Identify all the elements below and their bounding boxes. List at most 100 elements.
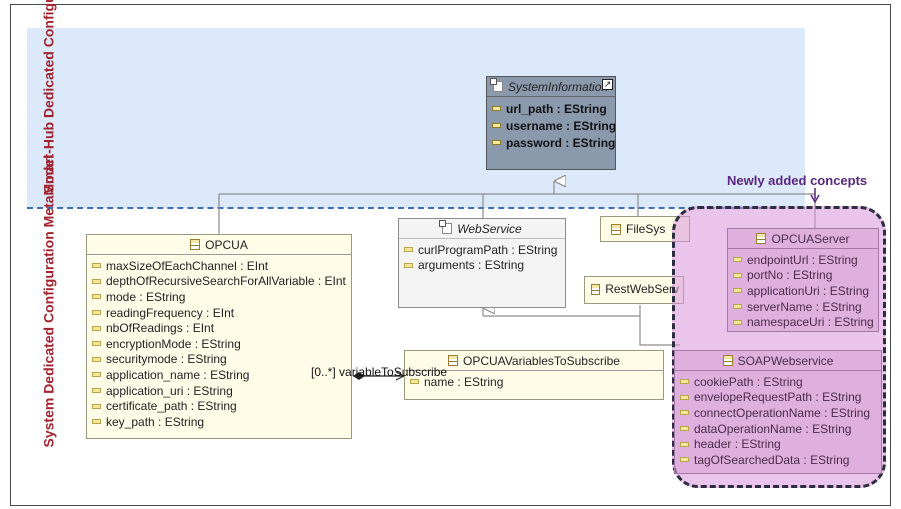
attribute-row[interactable]: securitymode : EString <box>87 352 351 368</box>
attribute-row[interactable]: username : EString <box>487 117 615 134</box>
attribute-icon <box>92 294 101 300</box>
attribute-icon <box>492 123 501 128</box>
opcuaserver-name: OPCUAServer <box>771 231 850 246</box>
attribute-row[interactable]: arguments : EString <box>399 258 565 274</box>
attribute-label: application_name : EString <box>106 367 250 382</box>
soapwebservice-name: SOAPWebservice <box>737 353 834 368</box>
attribute-row[interactable]: url_path : EString <box>487 100 615 117</box>
composition-diamond <box>353 372 365 380</box>
attribute-label: url_path : EString <box>506 101 607 116</box>
attribute-row[interactable]: password : EString <box>487 134 615 151</box>
attribute-label: cookiePath : EString <box>694 374 803 389</box>
attribute-label: maxSizeOfEachChannel : EInt <box>106 258 269 273</box>
attribute-label: certificate_path : EString <box>106 399 237 414</box>
attribute-label: dataOperationName : EString <box>694 421 852 436</box>
class-icon <box>756 233 767 244</box>
attribute-row[interactable]: key_path : EString <box>87 414 351 430</box>
attribute-label: tagOfSearchedData : EString <box>694 452 850 467</box>
attribute-icon <box>92 356 101 362</box>
class-icon <box>591 283 601 295</box>
attribute-label: readingFrequency : EInt <box>106 305 235 320</box>
attribute-icon <box>680 457 689 463</box>
opcua-header: OPCUA <box>87 235 351 255</box>
attribute-row[interactable]: application_uri : EString <box>87 383 351 399</box>
class-restwebservice[interactable]: RestWebServ <box>584 276 684 304</box>
class-icon <box>722 355 733 366</box>
filesystem-name: FileSys <box>626 222 666 236</box>
attribute-row[interactable]: nbOfReadings : EInt <box>87 320 351 336</box>
attribute-icon <box>404 262 413 268</box>
attribute-icon <box>404 247 413 253</box>
attribute-row[interactable]: applicationUri : EString <box>728 283 878 299</box>
shortcut-arrow-icon: ↗ <box>602 79 613 90</box>
attribute-row[interactable]: mode : EString <box>87 289 351 305</box>
attribute-row[interactable]: connectOperationName : EString <box>675 405 881 421</box>
attribute-label: serverName : EString <box>747 299 862 314</box>
attribute-icon <box>492 106 501 111</box>
attribute-row[interactable]: envelopeRequestPath : EString <box>675 390 881 406</box>
attribute-row[interactable]: readingFrequency : EInt <box>87 305 351 321</box>
attribute-label: nbOfReadings : EInt <box>106 321 215 336</box>
attribute-row[interactable]: curlProgramPath : EString <box>399 242 565 258</box>
systeminformation-name: SystemInformation <box>508 79 609 94</box>
attribute-row[interactable]: serverName : EString <box>728 299 878 315</box>
attribute-row[interactable]: endpointUrl : EString <box>728 252 878 268</box>
attribute-row[interactable]: maxSizeOfEachChannel : EInt <box>87 258 351 274</box>
soapwebservice-header: SOAPWebservice <box>675 351 881 371</box>
attribute-label: encryptionMode : EString <box>106 336 241 351</box>
attribute-row[interactable]: certificate_path : EString <box>87 398 351 414</box>
attribute-row[interactable]: dataOperationName : EString <box>675 421 881 437</box>
class-opcuavariablestosubscribe[interactable]: OPCUAVariablesToSubscribe name : EString <box>404 350 664 400</box>
attribute-row[interactable]: tagOfSearchedData : EString <box>675 452 881 468</box>
systeminformation-header: SystemInformation <box>487 77 615 97</box>
restwebservice-name: RestWebServ <box>605 282 679 296</box>
class-icon <box>448 355 459 366</box>
attribute-row[interactable]: portNo : EString <box>728 268 878 284</box>
attribute-icon <box>92 278 101 284</box>
class-icon <box>611 223 621 235</box>
attribute-icon <box>680 441 689 447</box>
attribute-icon <box>680 426 689 432</box>
abstract-class-icon <box>490 78 503 92</box>
attribute-icon <box>680 394 689 400</box>
newly-added-arrowhead <box>810 194 820 204</box>
attribute-label: mode : EString <box>106 289 186 304</box>
attribute-label: applicationUri : EString <box>747 283 870 298</box>
attribute-icon <box>492 140 501 145</box>
attribute-row[interactable]: application_name : EString <box>87 367 351 383</box>
attribute-row[interactable]: name : EString <box>405 374 663 390</box>
newly-added-label: Newly added concepts <box>727 173 868 188</box>
webservice-header: WebService <box>399 219 565 239</box>
opcuavariables-name: OPCUAVariablesToSubscribe <box>463 353 620 368</box>
attribute-label: namespaceUri : EString <box>747 315 874 330</box>
abstract-class-icon <box>439 220 453 234</box>
smart-hub-band <box>27 28 805 208</box>
attribute-icon <box>92 372 101 378</box>
attribute-label: header : EString <box>694 437 781 452</box>
attribute-icon <box>92 263 101 269</box>
attribute-row[interactable]: depthOfRecursiveSearchForAllVariable : E… <box>87 274 351 290</box>
attribute-icon <box>92 419 101 425</box>
attribute-row[interactable]: namespaceUri : EString <box>728 314 878 330</box>
attribute-icon <box>733 319 742 325</box>
opcuavariables-header: OPCUAVariablesToSubscribe <box>405 351 663 371</box>
webservice-name: WebService <box>457 221 522 236</box>
attribute-label: password : EString <box>506 135 616 150</box>
attribute-icon <box>410 379 419 385</box>
attribute-icon <box>92 341 101 347</box>
opcuavariables-attributes: name : EString <box>405 371 663 390</box>
attribute-label: depthOfRecursiveSearchForAllVariable : E… <box>106 274 346 289</box>
attribute-row[interactable]: encryptionMode : EString <box>87 336 351 352</box>
attribute-row[interactable]: cookiePath : EString <box>675 374 881 390</box>
attribute-row[interactable]: header : EString <box>675 436 881 452</box>
attribute-label: securitymode : EString <box>106 352 227 367</box>
